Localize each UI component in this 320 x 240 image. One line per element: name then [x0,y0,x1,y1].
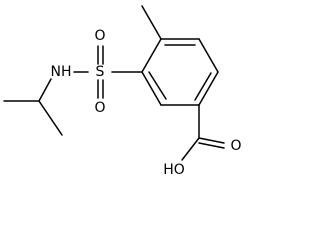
carbonyl-oxygen-label: O [230,138,241,154]
carbonyl-double-bond-a [198,137,225,144]
ring-double-bond-right [194,72,212,101]
ring-bond-c5-c6 [141,71,162,106]
ring-bond-c6-c1 [141,38,162,73]
oxygen-up-label: O [94,28,105,44]
ch-to-methyl-down-bond [38,100,63,136]
hydroxyl-label: HO [163,162,185,178]
nitrogen-h-label: NH [51,64,72,80]
ring-double-bond-left [148,71,167,100]
ring-bond-c2-c3 [198,38,219,73]
isopropyl-group [3,78,63,136]
methyl-bond [141,5,162,40]
carboxyl-to-hydroxyl-bond [181,137,200,161]
nitrogen-to-ch-bond [38,78,52,102]
carboxylic-acid-group [181,104,225,161]
carbonyl-double-bond-b [198,142,225,149]
sulfur-label: S [96,64,105,80]
chemical-structure-diagram: S O O NH O HO [3,5,242,178]
benzene-ring [141,38,219,106]
ring-bond-c3-c4 [198,71,219,106]
sulfonamide-group [73,45,143,99]
oxygen-down-label: O [94,100,105,116]
